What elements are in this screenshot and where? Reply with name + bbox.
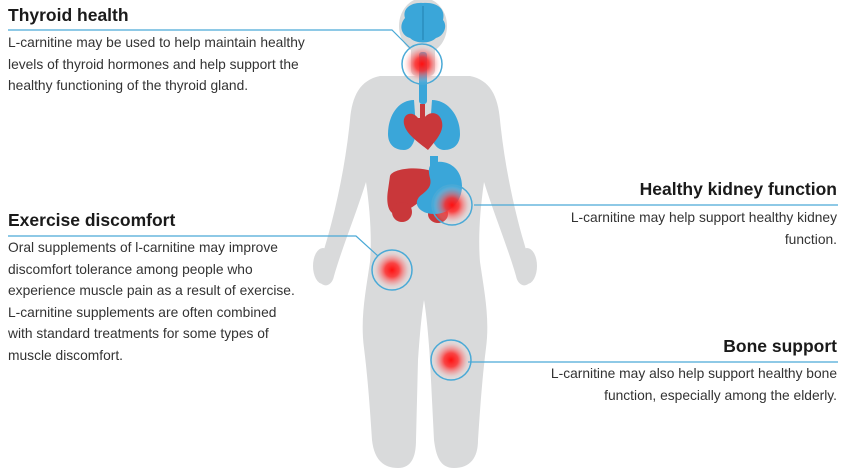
kidney-marker [431,184,473,226]
bone-text: L-carnitine may also help support health… [550,366,837,403]
heart-icon [403,104,443,150]
exercise-title: Exercise discomfort [8,210,176,230]
brain-icon [401,2,446,43]
thyroid-text: L-carnitine may be used to help maintain… [8,35,305,93]
exercise-marker [371,249,413,291]
exercise-text: Oral supplements of l-carnitine may impr… [8,240,295,363]
bone-title: Bone support [723,336,837,356]
exercise-connector [8,235,379,257]
kidney-text: L-carnitine may help support healthy kid… [570,210,837,247]
kidney-title: Healthy kidney function [639,179,837,199]
thyroid-marker [401,43,443,85]
callout-lines [8,29,838,363]
thyroid-connector [8,29,411,49]
thyroid-title: Thyroid health [8,5,129,25]
bone-marker [430,339,472,381]
